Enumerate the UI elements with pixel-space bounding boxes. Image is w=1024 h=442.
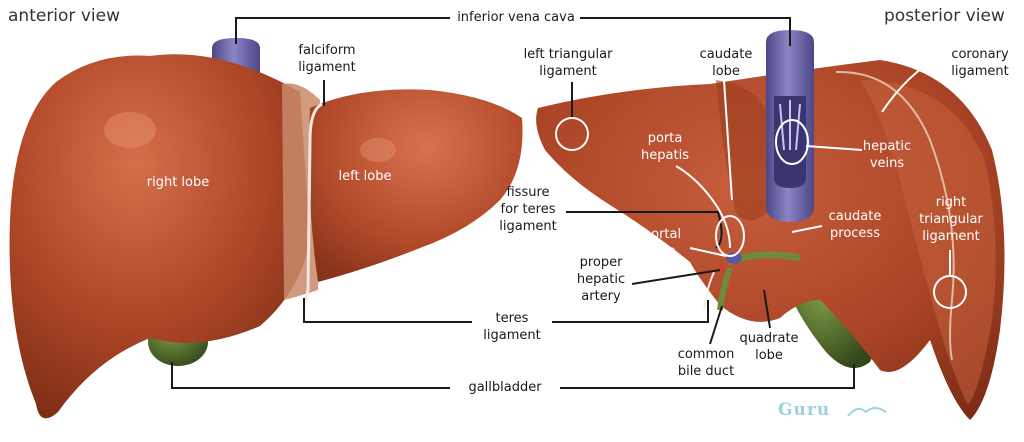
label-left-triangular-ligament: left triangular ligament — [523, 47, 613, 79]
porta-hepatis-connector — [675, 165, 731, 249]
caudate-process-connector — [791, 225, 823, 233]
anterior-right-lobe — [9, 54, 310, 419]
bile-duct-connector — [709, 305, 723, 345]
posterior-liver-body — [536, 60, 1005, 420]
caudate-lobe-connector — [723, 79, 733, 201]
teres-connector — [303, 298, 709, 323]
left-triangular-circle — [555, 117, 589, 151]
coronary-connector — [881, 51, 949, 113]
portal-vein-dot — [726, 252, 742, 264]
quadrate-connector — [763, 289, 771, 329]
label-caudate-lobe: caudate lobe — [699, 47, 753, 79]
label-gallbladder: gallbladder — [468, 380, 542, 395]
right-triangular-circle — [933, 275, 967, 309]
ivc-connector — [235, 17, 791, 46]
label-right-triangular-ligament: right triangular ligament — [919, 195, 983, 244]
label-teres-ligament: teres ligament — [483, 311, 541, 343]
falciform-ligament-line — [302, 102, 323, 305]
label-right-lobe: right lobe — [146, 175, 210, 190]
label-falciform-ligament: falciform ligament — [298, 43, 356, 75]
caudate-lobe-region — [716, 80, 770, 221]
hepatic-veins-circle — [775, 119, 809, 165]
label-caudate-process: caudate process — [828, 209, 882, 241]
anterior-left-lobe — [309, 89, 523, 282]
portal-vein-connector — [689, 247, 727, 257]
label-coronary-ligament: coronary ligament — [951, 47, 1009, 79]
label-proper-hepatic-artery: proper hepatic artery — [576, 255, 626, 304]
watermark-logo: Guru — [778, 400, 831, 420]
label-left-lobe: left lobe — [338, 169, 392, 184]
label-common-bile-duct: common bile duct — [677, 347, 735, 379]
gallbladder-connector — [171, 362, 855, 389]
posterior-view-title: posterior view — [884, 6, 1005, 26]
common-bile-duct-line — [717, 266, 733, 311]
hepatic-veins-connector — [805, 145, 863, 151]
label-porta-hepatis: porta hepatis — [641, 131, 689, 163]
label-fissure-for-teres-ligament: fissure for teres ligament — [499, 185, 557, 234]
label-quadrate-lobe: quadrate lobe — [739, 331, 799, 363]
label-hepatic-veins: hepatic veins — [862, 139, 912, 171]
anterior-view-title: anterior view — [8, 6, 120, 26]
coronary-ligament-line — [835, 70, 955, 361]
artery-connector — [631, 269, 721, 285]
label-portal-vein: portal vein — [642, 227, 682, 259]
label-inferior-vena-cava: inferior vena cava — [457, 10, 575, 25]
